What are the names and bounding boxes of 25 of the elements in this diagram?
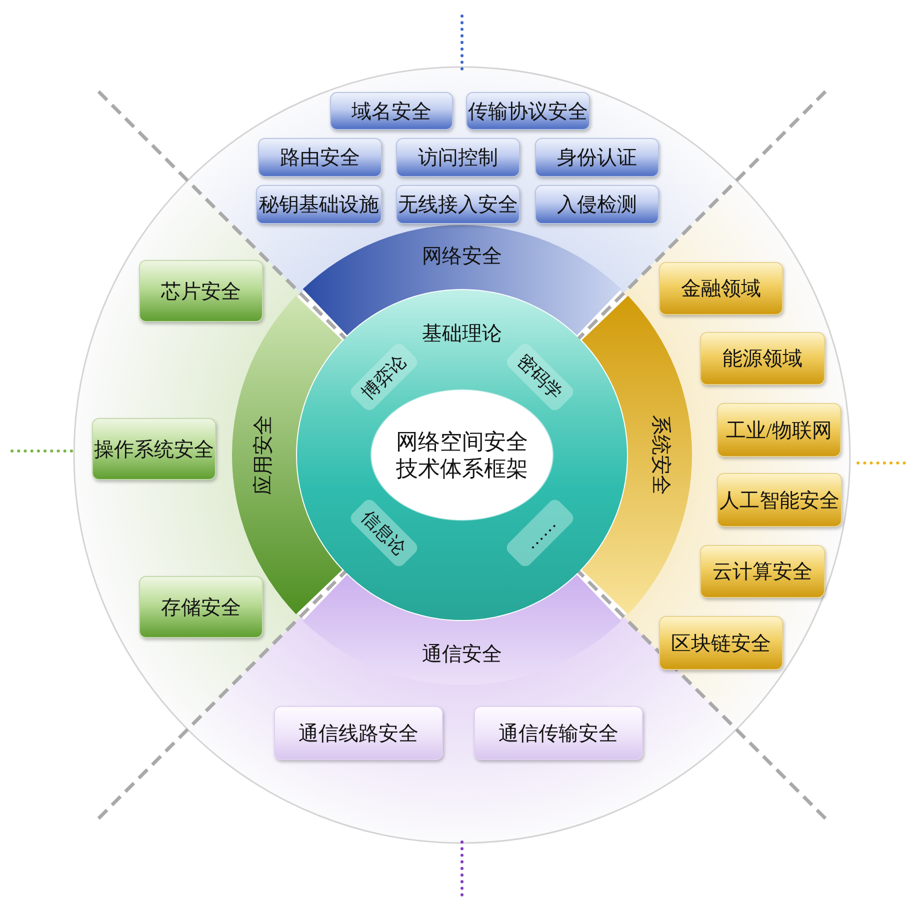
application-topic-box: 芯片安全 (139, 260, 263, 322)
disk-label: 基础理论 (422, 322, 502, 347)
network-topic-box: 入侵检测 (535, 185, 659, 224)
network-topic-box: 无线接入安全 (396, 185, 520, 224)
communication-topic-box: 通信线路安全 (274, 706, 443, 760)
network-topic-box: 传输协议安全 (466, 92, 590, 130)
application-topic-box: 存储安全 (139, 576, 263, 638)
network-topic-box: 路由安全 (258, 138, 382, 177)
network-topic-box: 访问控制 (396, 138, 520, 177)
network-topic-box: 秘钥基础设施 (256, 185, 382, 224)
system-topic-box: 金融领域 (659, 262, 783, 315)
system-topic-box: 能源领域 (700, 332, 825, 385)
network-topic-box: 域名安全 (330, 92, 453, 130)
ring-label: 网络安全 (422, 244, 502, 270)
system-topic-box: 工业/物联网 (717, 403, 841, 457)
application-topic-box: 操作系统安全 (92, 418, 216, 480)
center-title: 网络空间安全技术体系框架 (394, 428, 530, 482)
ring-label: 系统安全 (648, 415, 672, 495)
system-topic-box: 人工智能安全 (717, 473, 842, 527)
system-topic-box: 云计算安全 (700, 545, 825, 598)
ring-label: 通信安全 (422, 642, 502, 668)
network-topic-box: 身份认证 (535, 138, 659, 177)
ring-label: 应用安全 (252, 415, 276, 495)
system-topic-box: 区块链安全 (659, 616, 783, 670)
communication-topic-box: 通信传输安全 (474, 706, 643, 760)
